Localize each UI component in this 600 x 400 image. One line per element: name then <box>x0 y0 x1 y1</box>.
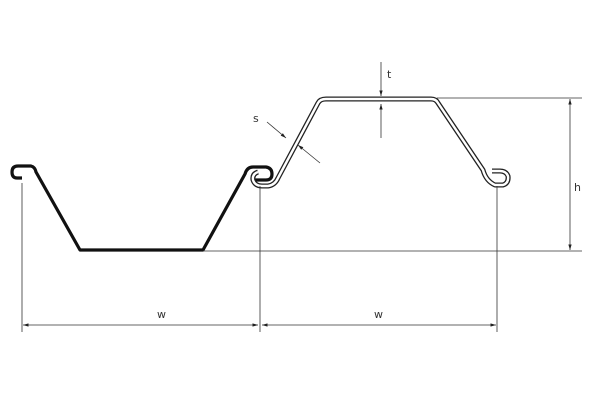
web-thickness-arrow-inner <box>297 144 321 164</box>
right-sheet-pile <box>250 96 511 189</box>
extension-lines <box>21 97 582 332</box>
web-thickness-arrow-outer <box>266 121 287 139</box>
width-label-left: w <box>157 308 166 321</box>
height-label: h <box>574 181 581 194</box>
left-sheet-pile <box>10 164 274 252</box>
web-thickness-label: s <box>253 112 259 125</box>
width-label-right: w <box>374 308 383 321</box>
thickness-label: t <box>387 68 392 81</box>
